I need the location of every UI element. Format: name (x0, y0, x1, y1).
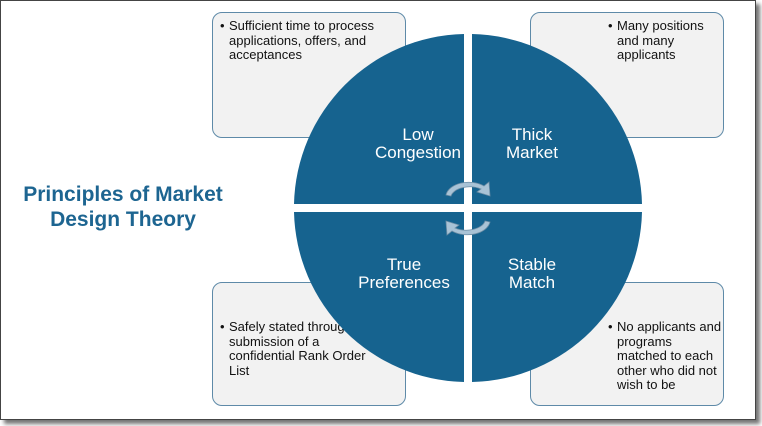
callout-text: Safely stated through the submission of … (220, 319, 379, 378)
quadrant-label-stable-match: Stable Match (452, 256, 612, 292)
quadrant-label-line-2: Match (508, 273, 556, 292)
quadrant-label-true-preferences: True Preferences (324, 256, 484, 292)
callout-text: No applicants and programs matched to ea… (608, 319, 723, 393)
title-line-2: Design Theory (50, 208, 196, 231)
callout-low-congestion: Sufficient time to process applications,… (212, 12, 406, 138)
quadrant-label-line-2: Preferences (358, 273, 450, 292)
diagram-title: Principles of Market Design Theory (0, 182, 246, 232)
quadrant-bottom-left (294, 212, 464, 382)
callout-stable-match: No applicants and programs matched to ea… (530, 282, 724, 406)
quadrant-label-line-1: Thick (511, 125, 553, 144)
title-line-1: Principles of Market (23, 183, 223, 206)
quadrant-label-line-2: Congestion (374, 143, 461, 162)
callout-text: Many positions and many applicants (608, 18, 723, 63)
quadrant-label-thick-market: Thick Market (452, 126, 612, 162)
cycle-arrows-icon (445, 181, 491, 236)
quadrant-bottom-right (472, 212, 642, 382)
quadrant-label-low-congestion: Low Congestion (338, 126, 498, 162)
callout-text: Sufficient time to process applications,… (220, 18, 405, 63)
quadrant-top-right (472, 34, 642, 204)
quadrant-label-line-1: Stable (507, 255, 557, 274)
quadrant-label-line-1: True (386, 255, 422, 274)
quadrant-label-line-2: Market (506, 143, 558, 162)
quadrant-top-left (294, 34, 464, 204)
quadrant-label-line-1: Low (402, 125, 434, 144)
